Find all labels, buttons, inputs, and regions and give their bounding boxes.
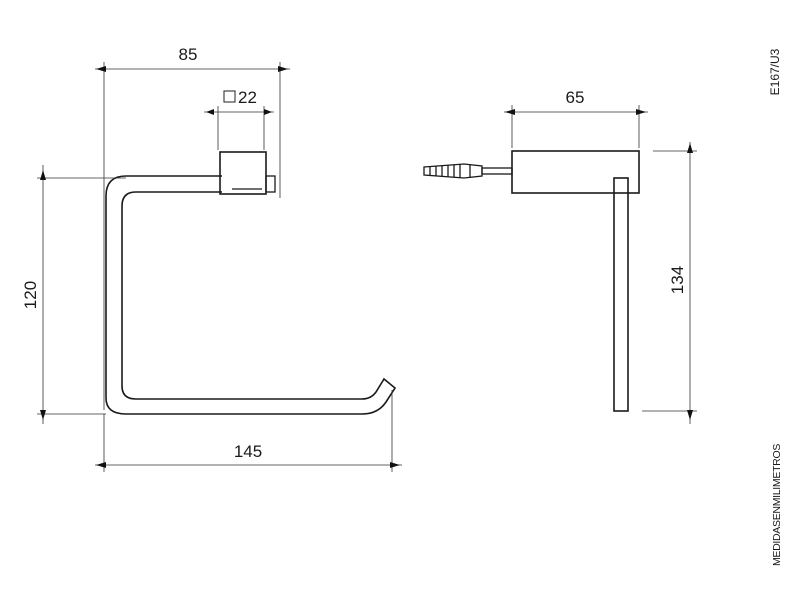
side-view: 65 134 bbox=[423, 88, 697, 424]
dim-134-label: 134 bbox=[668, 266, 687, 294]
square-symbol-icon bbox=[223, 90, 236, 103]
dim-22-label: 22 bbox=[238, 88, 257, 107]
dim-22: 22 bbox=[204, 88, 274, 150]
front-view: 85 22 120 145 bbox=[21, 45, 402, 472]
dim-120: 120 bbox=[21, 165, 126, 424]
wall-block bbox=[219, 151, 267, 195]
drawing-code: E167/U3 bbox=[768, 48, 782, 95]
dim-145-label: 145 bbox=[234, 442, 262, 461]
ring-outer-outline bbox=[105, 175, 397, 415]
dim-65-label: 65 bbox=[566, 88, 585, 107]
units-note: MEDIDASENMILIMETROS bbox=[771, 444, 783, 566]
dim-65: 65 bbox=[504, 88, 648, 148]
wall-anchor-icon bbox=[423, 163, 513, 179]
dim-120-label: 120 bbox=[21, 281, 40, 309]
dim-85-label: 85 bbox=[179, 45, 198, 64]
arm-body bbox=[511, 150, 640, 194]
vertical-rail bbox=[613, 177, 629, 412]
dim-134: 134 bbox=[642, 142, 697, 424]
fixing-stub bbox=[265, 175, 276, 193]
dim-85: 85 bbox=[95, 45, 290, 410]
dim-145: 145 bbox=[95, 390, 402, 472]
